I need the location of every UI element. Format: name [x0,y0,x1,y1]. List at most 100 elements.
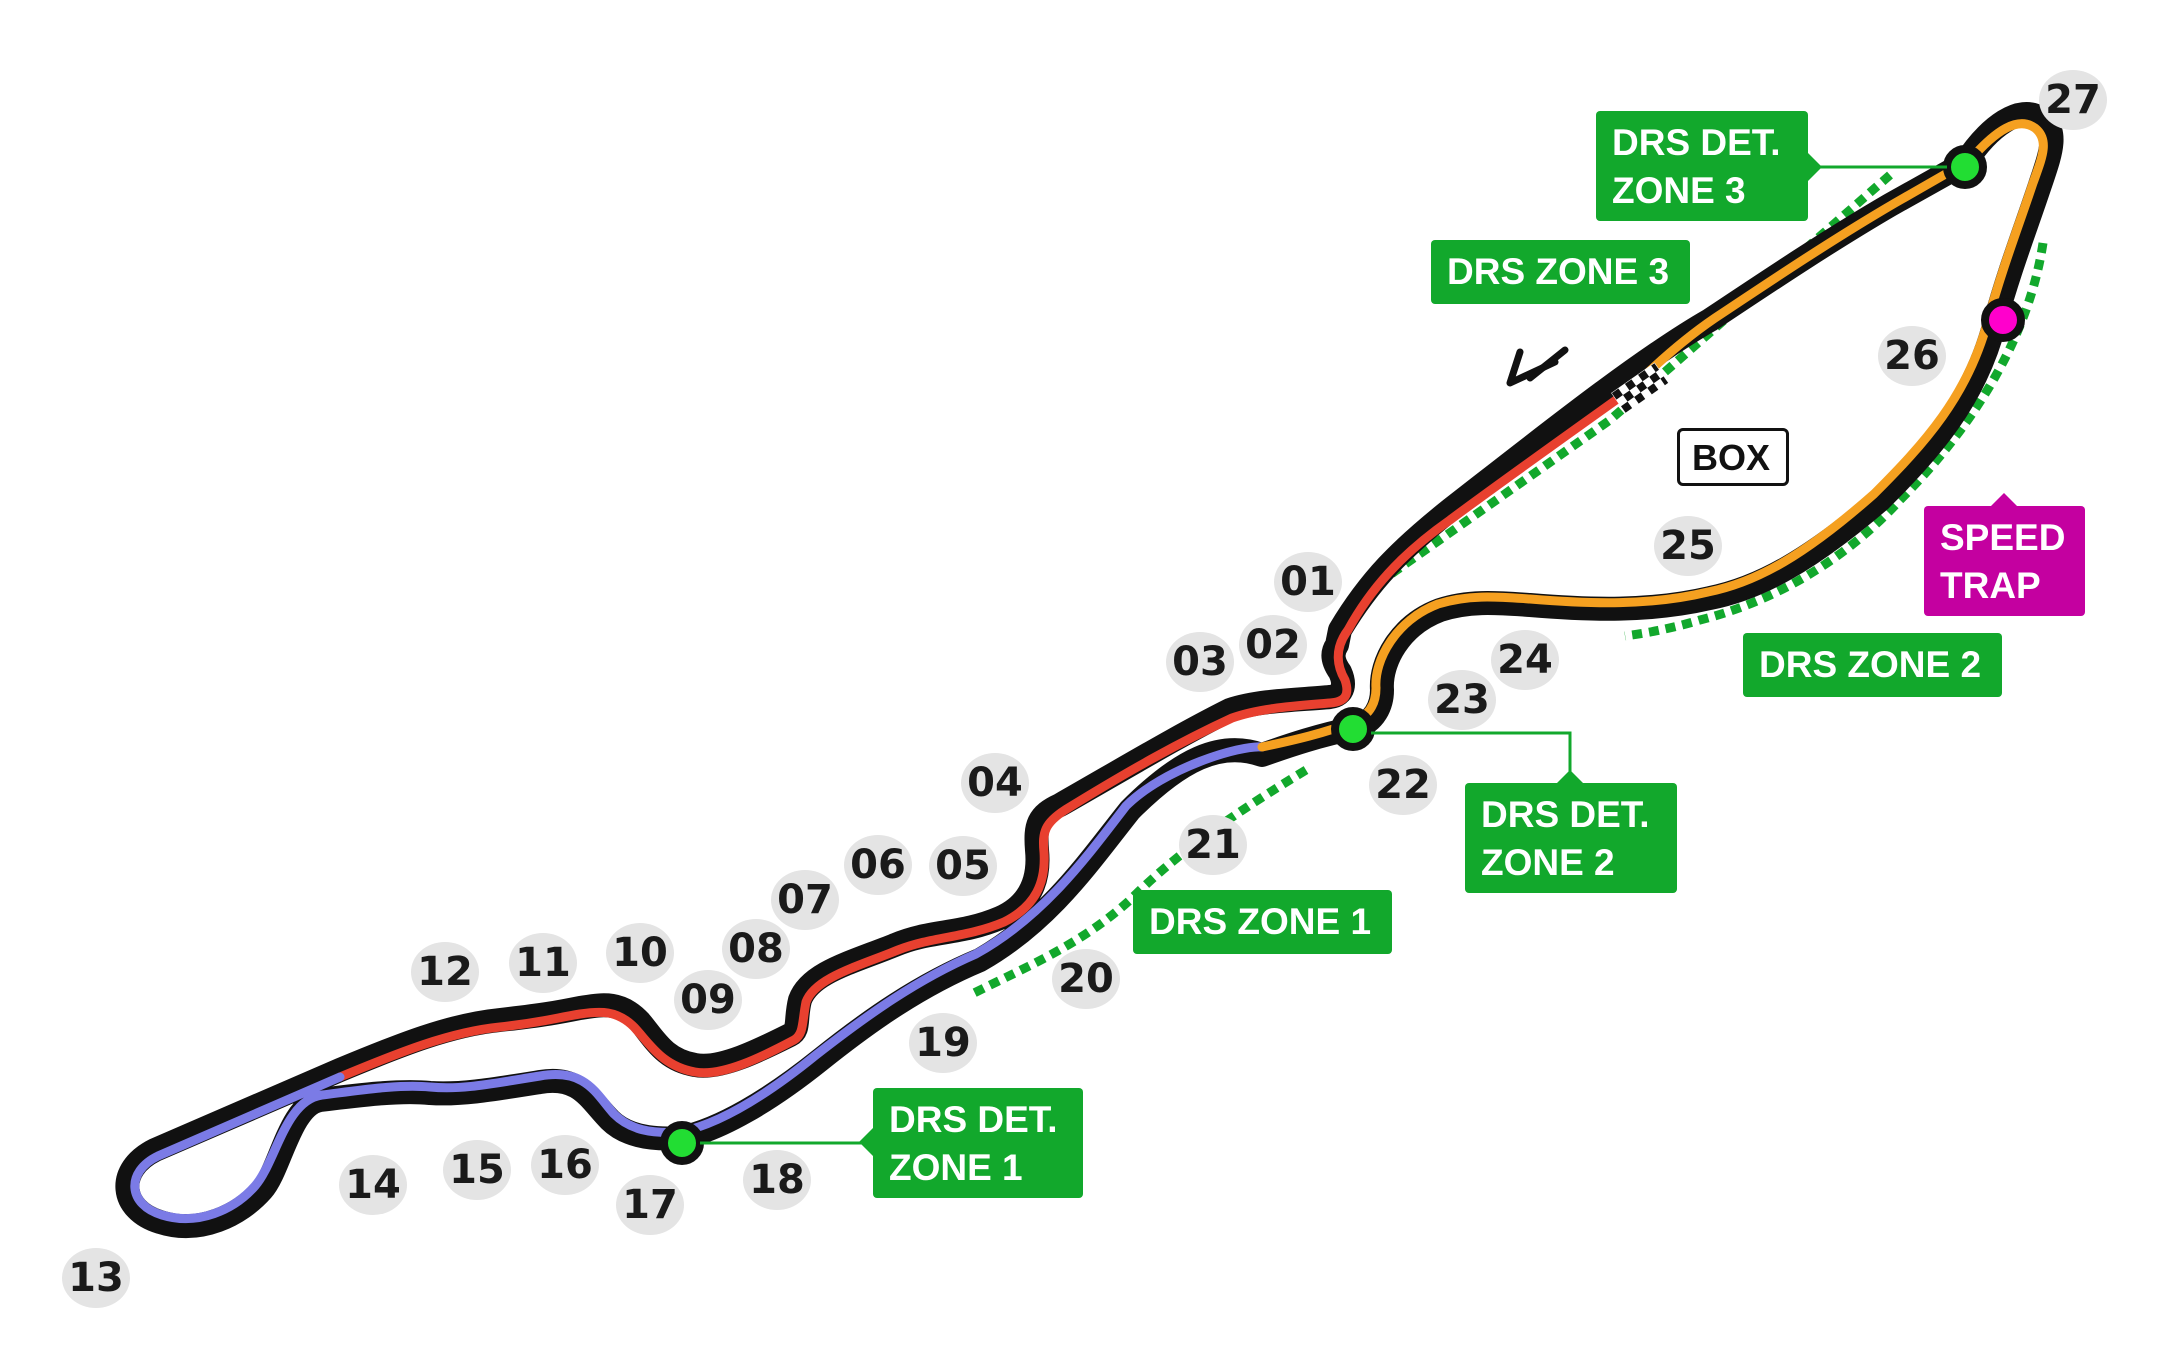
turn-03: 03 [1166,632,1234,692]
drs-det-point-2 [1331,707,1375,751]
turn-badge-bg [929,836,997,896]
drs-zone-2-label: DRS ZONE 2 [1743,633,2002,697]
turn-09: 09 [674,970,742,1030]
turn-number-label: 10 [612,930,668,976]
turn-number-label: 21 [1185,822,1241,868]
turn-badge-bg [1491,630,1559,690]
turn-number-label: 26 [1884,333,1940,379]
detection-points [660,145,2025,1165]
turn-number-label: 22 [1375,762,1431,808]
label-connectors [700,165,1947,1145]
drs-det-zone-1-label: DRS DET. ZONE 1 [873,1088,1083,1198]
turn-badge-bg [1369,755,1437,815]
turn-number-label: 01 [1280,559,1336,605]
turn-number-label: 14 [345,1162,401,1208]
turn-26: 26 [1878,326,1946,386]
drs-det-point-3 [1943,145,1987,189]
drs-det-zone-3-label: DRS DET. ZONE 3 [1596,111,1808,221]
turn-12: 12 [411,942,479,1002]
turn-06: 06 [844,835,912,895]
drs-det-zone-2-label: DRS DET. ZONE 2 [1465,783,1677,893]
turn-number-label: 11 [515,940,571,986]
direction-arrow-icon [1506,346,1569,387]
turn-10: 10 [606,923,674,983]
turn-04: 04 [961,753,1029,813]
turn-badge-bg [1428,670,1496,730]
turn-18: 18 [743,1150,811,1210]
turn-number-label: 02 [1245,622,1301,668]
turn-number-label: 23 [1434,677,1490,723]
drs-det-zone-2-pointer [1556,770,1584,784]
turn-number-label: 18 [749,1157,805,1203]
drs-zone-1-line [967,766,1309,1000]
turn-badge-bg [339,1155,407,1215]
turn-01: 01 [1274,552,1342,612]
turn-05: 05 [929,836,997,896]
turn-number-label: 07 [777,877,833,923]
turn-number-label: 04 [967,760,1023,806]
turn-11: 11 [509,933,577,993]
drs-zone-3-label: DRS ZONE 3 [1431,240,1690,304]
turn-19: 19 [909,1013,977,1073]
turn-16: 16 [531,1135,599,1195]
turn-27: 27 [2039,70,2107,130]
turn-badge-bg [411,942,479,1002]
sector-2-line [130,742,1267,1223]
turn-number-label: 12 [417,949,473,995]
turn-number-label: 16 [537,1142,593,1188]
turn-badge-bg [509,933,577,993]
start-finish-flag [1611,362,1669,414]
turn-badge-bg [616,1175,684,1235]
turn-badge-bg [743,1150,811,1210]
turn-25: 25 [1654,516,1722,576]
drs-det-zone-1-pointer [859,1128,873,1156]
turn-23: 23 [1428,670,1496,730]
turn-08: 08 [722,919,790,979]
turn-badge-bg [531,1135,599,1195]
turn-number-label: 03 [1172,639,1228,685]
turn-02: 02 [1239,615,1307,675]
turn-badge-bg [771,870,839,930]
turn-badge-bg [1179,815,1247,875]
turn-number-label: 20 [1058,956,1114,1002]
turn-22: 22 [1369,755,1437,815]
speed-trap-label: SPEED TRAP [1924,506,2085,616]
sector-1-line [335,385,1635,1082]
turn-number-label: 24 [1497,637,1553,683]
turn-24: 24 [1491,630,1559,690]
drs-det-point-1 [660,1121,704,1165]
turn-badge-bg [1878,326,1946,386]
turn-14: 14 [339,1155,407,1215]
turn-badge-bg [909,1013,977,1073]
speed-trap-point [1981,298,2025,342]
speed-trap-pointer [1990,493,2018,507]
turn-number-label: 27 [2045,77,2101,123]
turn-badge-bg [1239,615,1307,675]
turn-badge-bg [722,919,790,979]
turn-number-label: 13 [68,1255,124,1301]
turn-20: 20 [1052,949,1120,1009]
turn-badge-bg [1654,516,1722,576]
turn-badge-bg [674,970,742,1030]
turn-badge-bg [606,923,674,983]
turn-badge-bg [961,753,1029,813]
turn-15: 15 [443,1140,511,1200]
turn-number-label: 06 [850,842,906,888]
drs-zone-1-label: DRS ZONE 1 [1133,890,1392,954]
turn-number-label: 05 [935,843,991,889]
turn-17: 17 [616,1175,684,1235]
drs-zone-2-line [1624,242,2048,641]
turn-badge-bg [1052,949,1120,1009]
turn-badge-bg [1274,552,1342,612]
turn-07: 07 [771,870,839,930]
turn-badge-bg [62,1248,130,1308]
turn-21: 21 [1179,815,1247,875]
turn-badge-bg [443,1140,511,1200]
turn-13: 13 [62,1248,130,1308]
turn-number-label: 19 [915,1020,971,1066]
turn-badge-bg [844,835,912,895]
track-sectors [130,119,2048,1223]
turn-number-label: 08 [728,926,784,972]
